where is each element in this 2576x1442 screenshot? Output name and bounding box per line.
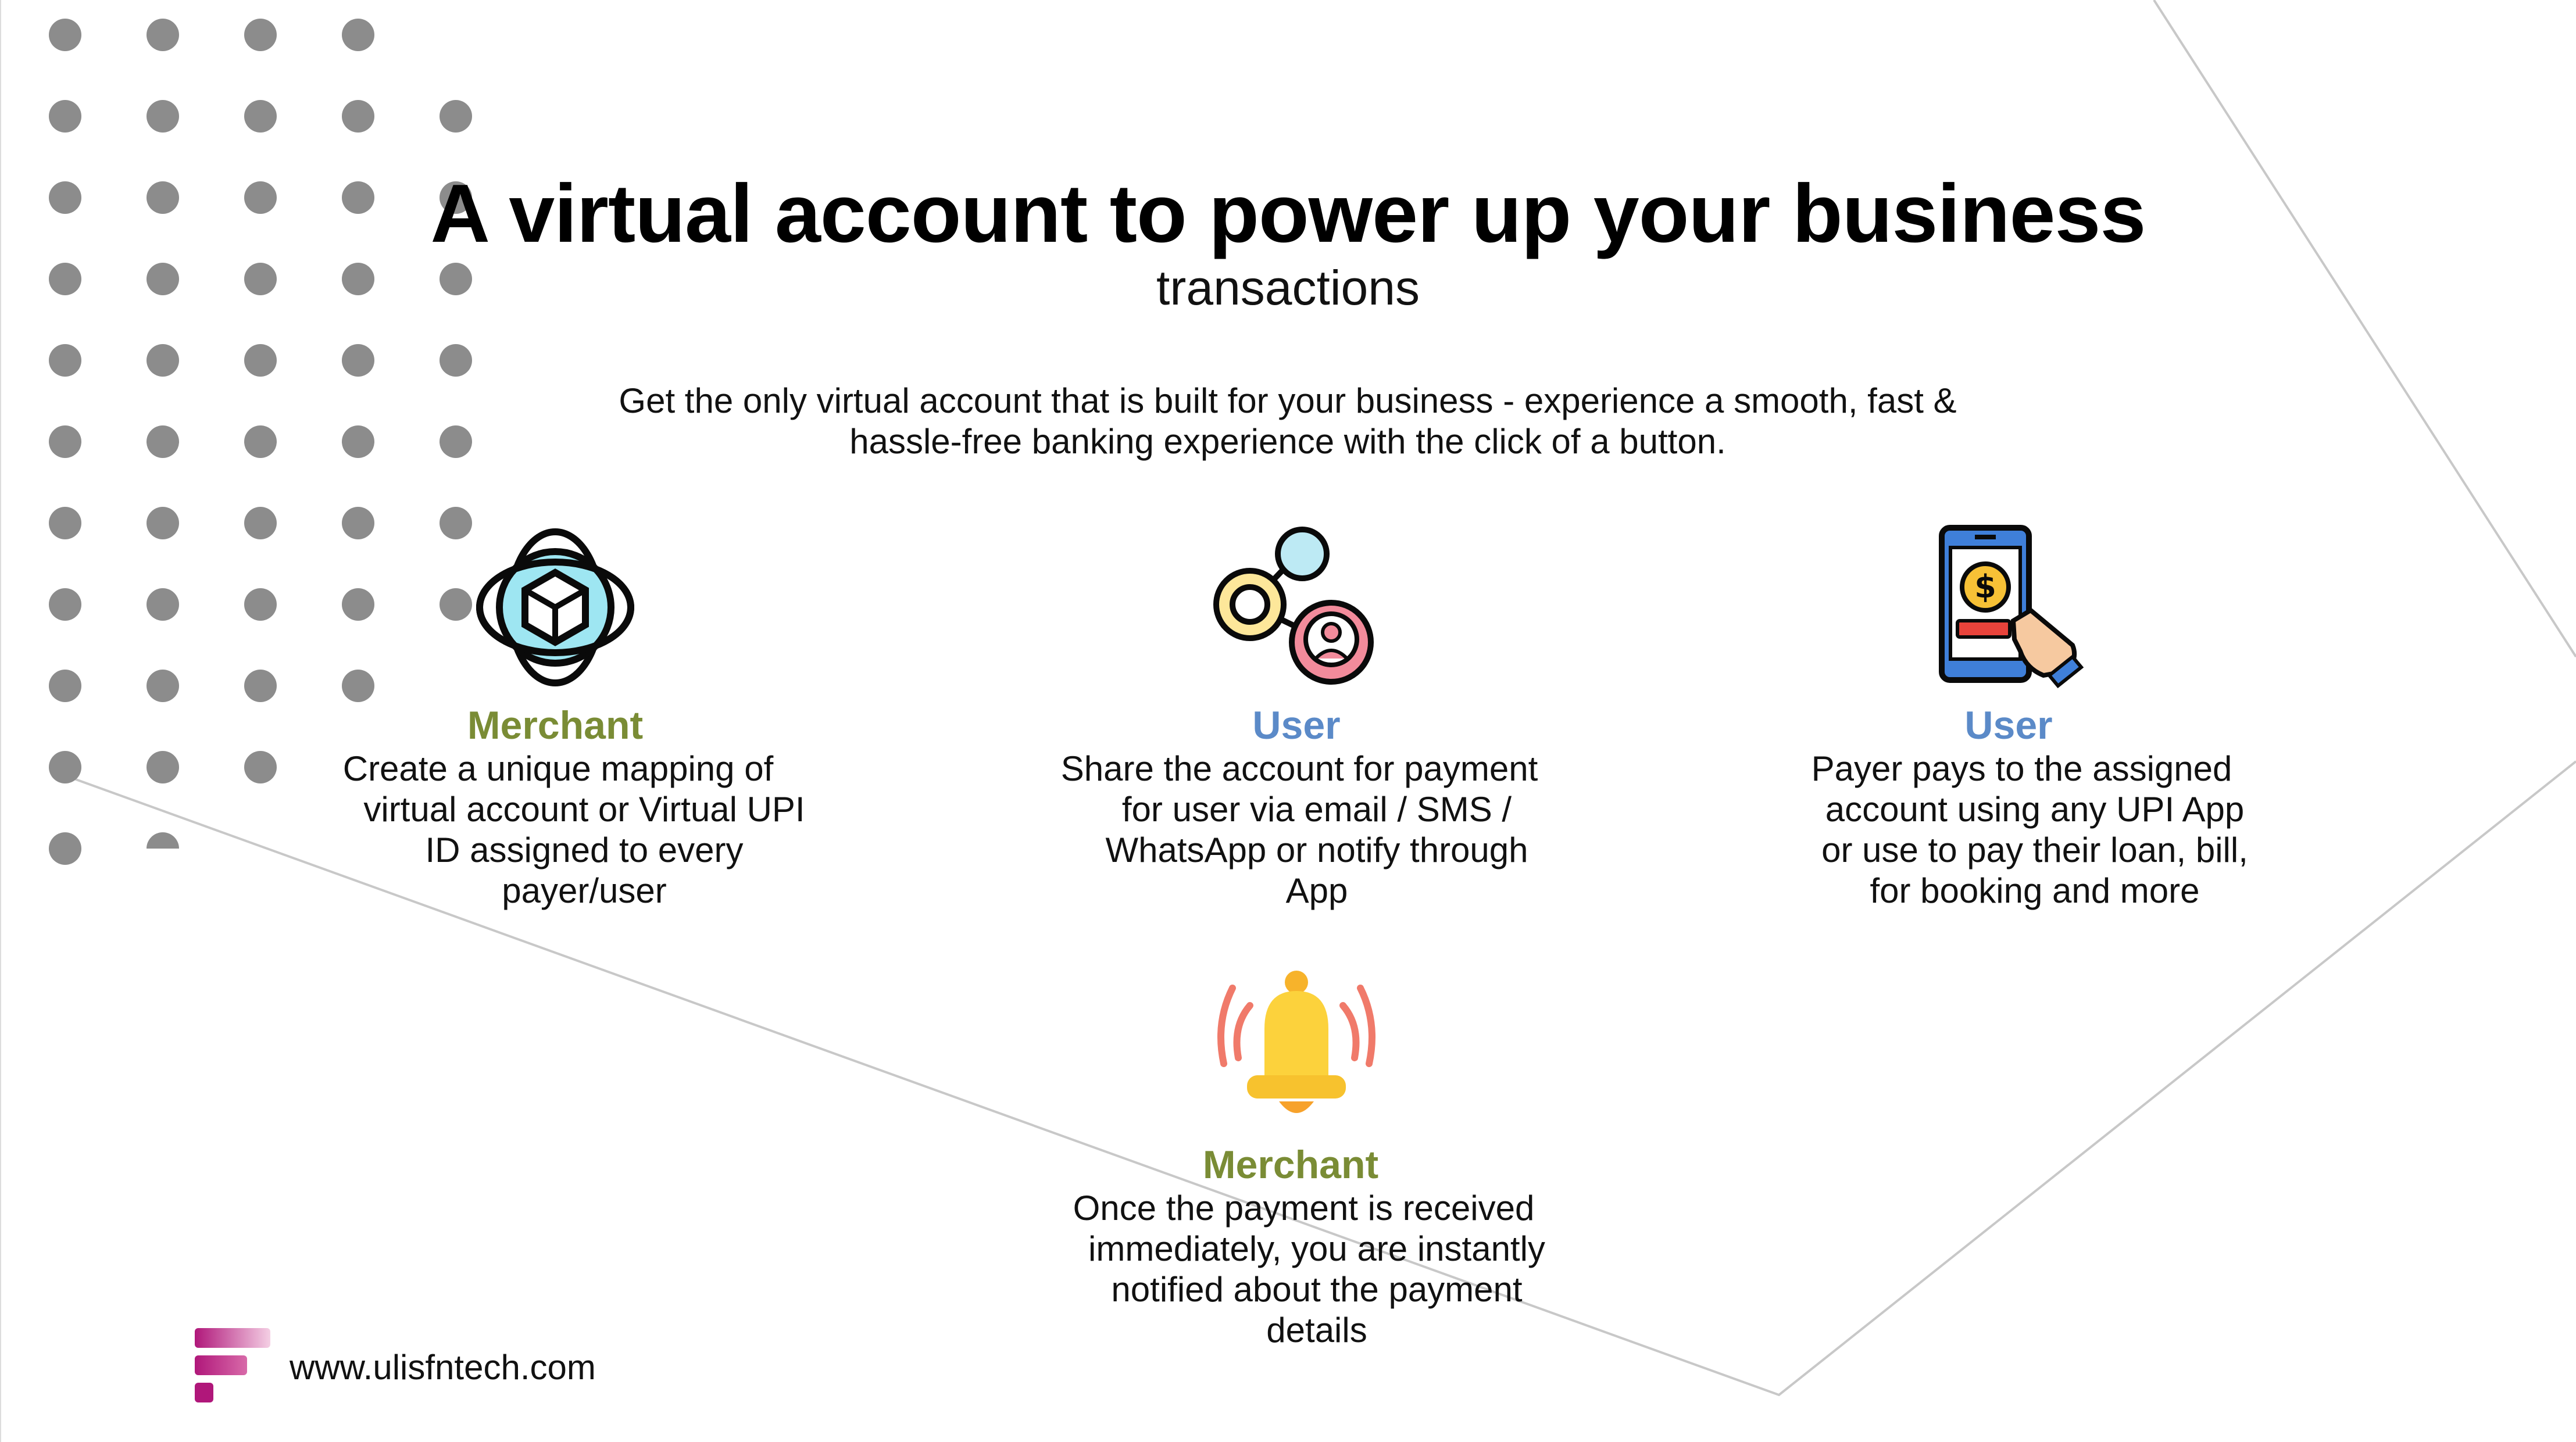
step-1-line: payer/user xyxy=(502,871,667,910)
virtual-globe-icon xyxy=(476,528,634,686)
decorative-dot xyxy=(49,425,81,458)
decorative-dot xyxy=(147,588,179,621)
decorative-dot xyxy=(147,181,179,214)
decorative-dot xyxy=(49,19,81,51)
decorative-dot xyxy=(49,751,81,783)
step-3-role: User xyxy=(1964,703,2053,747)
decorative-dot xyxy=(244,100,277,133)
decorative-dot xyxy=(244,344,277,377)
decorative-dot xyxy=(342,588,374,621)
decorative-dot xyxy=(244,19,277,51)
decorative-dot xyxy=(342,100,374,133)
decorative-dot xyxy=(440,588,472,621)
step-1-description: Create a unique mapping of virtual accou… xyxy=(291,749,878,911)
step-2-description: Share the account for payment for user v… xyxy=(1012,749,1622,911)
notification-bell-icon xyxy=(1217,971,1375,1113)
share-network-icon xyxy=(1213,527,1374,685)
decorative-dot xyxy=(244,507,277,539)
decorative-dot xyxy=(244,425,277,458)
step-3-line: for booking and more xyxy=(1870,871,2200,910)
step-1-line: ID assigned to every xyxy=(425,831,744,870)
decorative-dot xyxy=(244,181,277,214)
step-4-line: notified about the payment xyxy=(1111,1270,1523,1309)
decorative-dot xyxy=(147,263,179,295)
step-3-line: account using any UPI App xyxy=(1825,790,2245,829)
intro-text: Get the only virtual account that is bui… xyxy=(523,381,2052,462)
decorative-dot xyxy=(440,344,472,377)
intro-line-2: hassle-free banking experience with the … xyxy=(849,422,1726,461)
decorative-dot xyxy=(49,181,81,214)
decorative-dot xyxy=(440,181,472,214)
decorative-dot xyxy=(342,344,374,377)
decorative-dot xyxy=(49,670,81,702)
step-2-line: for user via email / SMS / xyxy=(1121,790,1512,829)
decorative-dot xyxy=(244,263,277,295)
decorative-dot xyxy=(440,425,472,458)
decorative-dot xyxy=(147,19,179,51)
page-subtitle: transactions xyxy=(1156,260,1420,315)
decorative-dot xyxy=(49,507,81,539)
step-2-line: Share the account for payment xyxy=(1060,749,1538,788)
decorative-dot xyxy=(342,425,374,458)
mobile-payment-icon: $ xyxy=(1939,525,2084,689)
decorative-dot xyxy=(342,181,374,214)
intro-line-1: Get the only virtual account that is bui… xyxy=(619,381,1957,420)
step-2-role: User xyxy=(1252,703,1341,747)
step-1-role: Merchant xyxy=(467,703,644,747)
decorative-dot xyxy=(440,263,472,295)
step-4-description: Once the payment is received immediately… xyxy=(1026,1188,1607,1351)
step-4-line: immediately, you are instantly xyxy=(1088,1229,1545,1268)
decorative-dot xyxy=(49,100,81,133)
decorative-dot xyxy=(440,100,472,133)
decorative-dot xyxy=(147,832,179,849)
step-3-line: or use to pay their loan, bill, xyxy=(1821,831,2248,870)
step-2-line: WhatsApp or notify through xyxy=(1105,831,1528,870)
decorative-dot xyxy=(49,263,81,295)
decorative-dot xyxy=(147,670,179,702)
decorative-dot xyxy=(342,19,374,51)
website-link[interactable]: www.ulisfntech.com xyxy=(290,1348,596,1387)
step-1-line: virtual account or Virtual UPI xyxy=(363,790,805,829)
step-4-line: Once the payment is received xyxy=(1073,1189,1535,1228)
ulis-f-logo-icon xyxy=(195,1328,270,1402)
decorative-dot xyxy=(147,425,179,458)
step-1-line: Create a unique mapping of xyxy=(342,749,774,788)
svg-text:$: $ xyxy=(1974,568,1996,605)
step-4-line: details xyxy=(1266,1311,1367,1350)
step-3-line: Payer pays to the assigned xyxy=(1811,749,2232,788)
step-4-role: Merchant xyxy=(1202,1143,1379,1187)
page-title: A virtual account to power up your busin… xyxy=(430,167,2146,260)
decorative-dot xyxy=(342,263,374,295)
decorative-dot xyxy=(49,344,81,377)
step-2-line: App xyxy=(1285,871,1348,910)
decorative-dot xyxy=(244,751,277,783)
decorative-dot xyxy=(147,507,179,539)
decorative-dot xyxy=(440,507,472,539)
decorative-dot-grid xyxy=(49,19,472,865)
decorative-dot xyxy=(342,670,374,702)
decorative-dot xyxy=(147,344,179,377)
decorative-dot xyxy=(342,507,374,539)
decorative-dot xyxy=(49,832,81,865)
decorative-dot xyxy=(147,100,179,133)
decorative-dot xyxy=(49,588,81,621)
decorative-dot xyxy=(244,588,277,621)
decorative-dot xyxy=(147,751,179,783)
decorative-dot xyxy=(244,670,277,702)
step-3-description: Payer pays to the assigned account using… xyxy=(1744,749,2325,911)
